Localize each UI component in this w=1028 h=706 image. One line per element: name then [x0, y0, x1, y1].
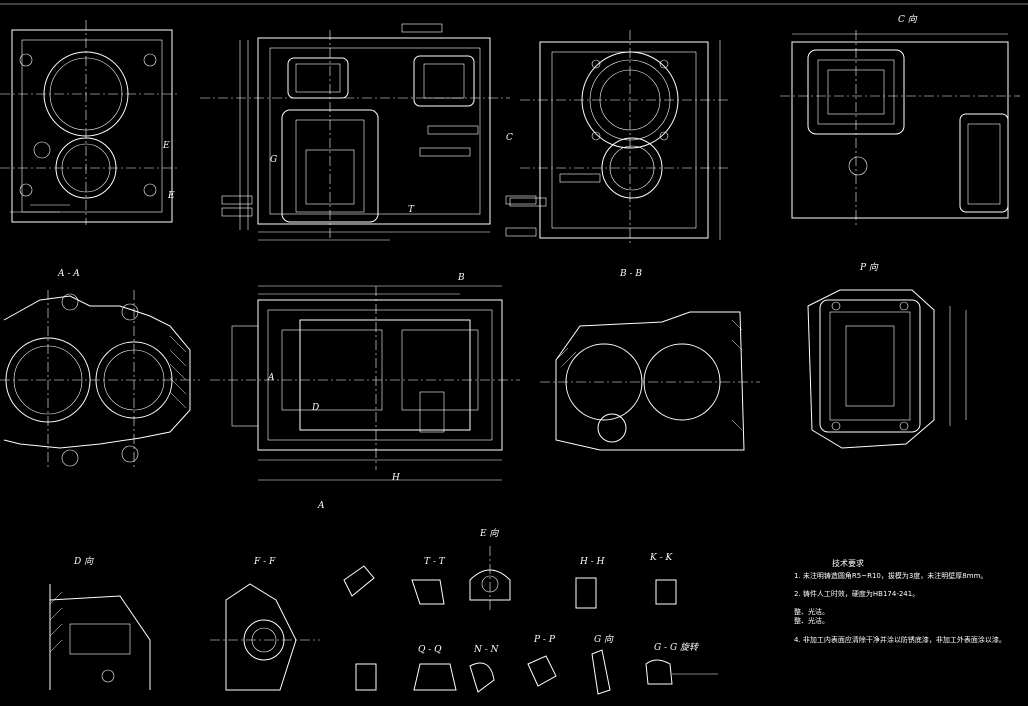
- note-item-2: 2. 铸件人工时效，硬度为HB174-241。: [794, 589, 919, 598]
- view-section-a-a: A - A: [0, 269, 200, 470]
- view-q-q: Q - Q: [355, 645, 457, 691]
- view-label-q-q: Q - Q: [418, 645, 442, 655]
- view-h-h: H - H: [575, 557, 605, 609]
- view-e: E 向: [343, 528, 511, 610]
- view-p: P 向: [807, 262, 967, 449]
- section-marker-e-2: E: [167, 191, 175, 201]
- section-marker-g: G: [270, 155, 277, 165]
- section-marker-a-2: A: [317, 501, 325, 511]
- view-label-n-n: N - N: [473, 645, 500, 655]
- view-t-t: T - T: [411, 557, 446, 605]
- section-marker-h: H: [391, 473, 400, 483]
- view-c: C 向: [780, 14, 1020, 225]
- note-item-3: 整、光洁。整、光洁。: [794, 607, 829, 625]
- note-item-1: 1. 未注明铸造圆角R5~R10，拔模为3度，未注明壁厚8mm。: [794, 571, 987, 580]
- note-item-4: 4. 非加工内表面应清除干净并涂以防锈底漆，非加工外表面涂以漆。: [794, 635, 1006, 644]
- view-label-c: C 向: [898, 14, 918, 25]
- notes-title: 技术要求: [832, 558, 864, 568]
- view-n-n: N - N: [469, 645, 500, 693]
- view-label-f-f: F - F: [253, 557, 276, 567]
- section-marker-c: C: [506, 133, 513, 143]
- view-label-g: G 向: [594, 634, 614, 645]
- view-p-p: P - P: [527, 635, 557, 687]
- technical-notes: 技术要求 1. 未注明铸造圆角R5~R10，拔模为3度，未注明壁厚8mm。 2.…: [794, 558, 1006, 644]
- view-label-a-a: A - A: [57, 269, 80, 279]
- section-marker-e: E: [162, 141, 170, 151]
- view-label-g-g: G - G 旋转: [654, 642, 699, 653]
- view-top-main: B A A D H: [210, 273, 520, 511]
- view-front-left: E E: [0, 20, 180, 225]
- view-section-b-b: B - B: [540, 269, 760, 451]
- view-g: G 向: [591, 634, 614, 695]
- view-label-h-h: H - H: [579, 557, 605, 567]
- section-marker-t: T: [408, 205, 415, 215]
- view-label-b-b: B - B: [619, 269, 642, 279]
- section-marker-d: D: [311, 403, 319, 413]
- view-label-k-k: K - K: [649, 553, 673, 563]
- view-label-t-t: T - T: [424, 557, 446, 567]
- view-label-p-p: P - P: [533, 635, 556, 645]
- view-g-g: G - G 旋转: [645, 642, 718, 685]
- view-d: D 向: [49, 556, 151, 690]
- view-label-p: P 向: [859, 262, 879, 273]
- section-marker-b: B: [457, 273, 465, 283]
- view-side-top: [509, 30, 730, 245]
- view-label-d: D 向: [73, 556, 94, 567]
- view-f-f: F - F: [210, 557, 320, 691]
- view-label-e: E 向: [479, 528, 499, 539]
- view-k-k: K - K: [649, 553, 677, 605]
- view-front-main: G T C: [200, 23, 537, 241]
- section-marker-a: A: [267, 373, 275, 383]
